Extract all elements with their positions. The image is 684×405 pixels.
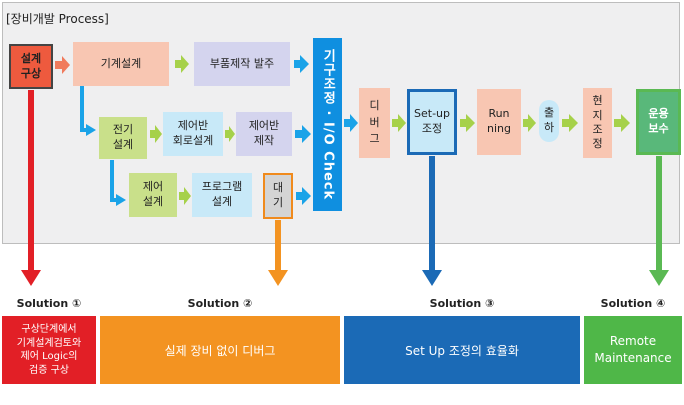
node-setup-adjust: Set-up 조정 <box>407 89 457 155</box>
arrow-site-to-ops <box>614 114 630 132</box>
arrow-debug-to-setup <box>392 114 406 132</box>
solution-2-pointer <box>268 220 288 286</box>
node-electrical-design: 전기 설계 <box>99 117 147 159</box>
arrow-mech-to-parts <box>175 55 189 73</box>
arrow-mech-to-elec <box>80 86 88 132</box>
arrow-head-ctrl <box>116 194 126 206</box>
panel-title: [장비개발 Process] <box>6 12 109 26</box>
solution-2-box: 실제 장비 없이 디버그 <box>100 316 340 384</box>
node-parts-order: 부품제작 발주 <box>194 42 290 86</box>
node-operation-maintenance: 운용 보수 <box>636 89 681 155</box>
node-running: Run ning <box>477 89 521 155</box>
arrow-elec-to-panel <box>150 125 162 143</box>
solution-1-label: Solution ① <box>16 297 82 310</box>
solution-2-label: Solution ② <box>187 297 253 310</box>
node-control-panel-build: 제어반 제작 <box>236 112 292 156</box>
arrow-setup-to-running <box>460 114 475 132</box>
arrow-wait-to-check <box>296 187 311 205</box>
node-design-concept: 설계 구상 <box>9 44 53 89</box>
node-mechanical-design: 기계설계 <box>73 42 169 86</box>
arrow-head-elec <box>86 124 96 136</box>
node-site-adjust: 현 지 조 정 <box>583 88 612 158</box>
arrow-panel-to-make <box>225 126 235 142</box>
solution-3-box: Set Up 조정의 효율화 <box>344 316 580 384</box>
arrow-shipping-to-site <box>562 114 578 132</box>
node-debug: 디 버 그 <box>359 88 390 158</box>
solution-4-label: Solution ④ <box>600 297 666 310</box>
solution-1-pointer <box>21 90 41 286</box>
solution-3-pointer <box>422 156 442 286</box>
solution-1-box: 구상단계에서 기계설계검토와 제어 Logic의 검증 구상 <box>2 316 96 384</box>
arrow-ctrl-to-program <box>179 187 191 205</box>
arrow-parts-to-check <box>294 55 309 73</box>
node-program-design: 프로그램 설계 <box>192 173 252 217</box>
solution-4-pointer <box>649 156 669 286</box>
solution-4-box: Remote Maintenance <box>584 316 682 384</box>
arrow-running-to-shipping <box>523 114 536 132</box>
node-control-panel-circuit: 제어반 회로설계 <box>163 112 223 156</box>
node-control-design: 제어 설계 <box>129 173 177 217</box>
node-assembly-io-check: 기구조정 · I/O Check <box>313 38 342 211</box>
arrow-make-to-check <box>295 125 311 143</box>
arrow-elec-to-ctrl <box>110 160 118 202</box>
node-standby: 대 기 <box>263 173 293 219</box>
arrow-start-to-mech <box>55 56 70 74</box>
solution-3-label: Solution ③ <box>429 297 495 310</box>
arrow-check-to-debug <box>344 114 358 132</box>
node-shipping: 출 하 <box>539 100 559 142</box>
